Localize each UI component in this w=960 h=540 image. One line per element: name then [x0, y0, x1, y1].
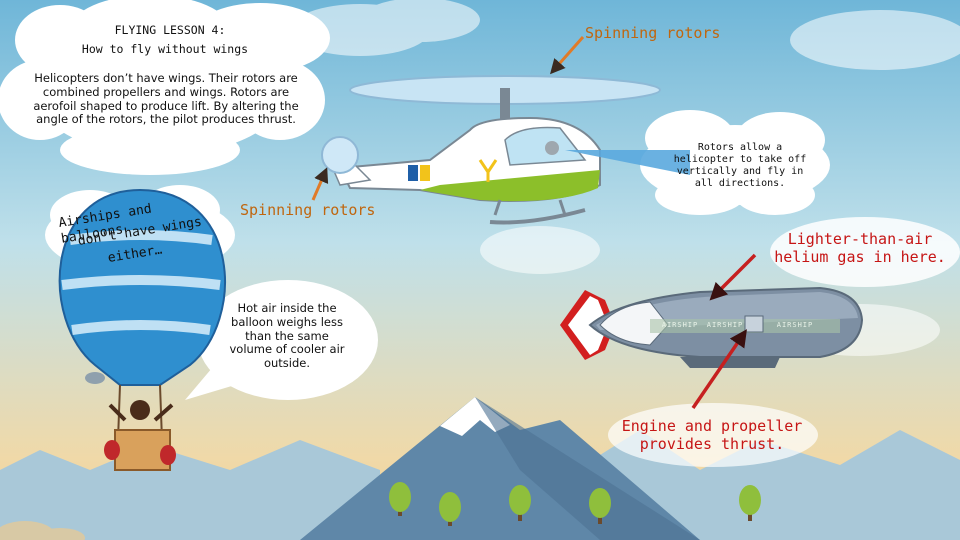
engine-cloud	[608, 403, 818, 467]
pointer-rotors-cloud	[565, 150, 690, 175]
lesson-subtitle: How to fly without wings	[81, 42, 249, 56]
arrow-tail-rotor	[311, 167, 329, 201]
arrow-helium	[709, 253, 757, 301]
label-rotors-allow: Rotors allow a helicopter to take off ve…	[673, 142, 807, 189]
arrow-engine	[691, 329, 747, 409]
hot-air-balloon	[58, 188, 226, 471]
hot-air-bubble	[185, 280, 378, 400]
lesson-cloud	[0, 0, 330, 175]
helicopter	[321, 75, 661, 225]
ground-bushes	[0, 521, 85, 540]
trees	[389, 482, 761, 526]
label-hot-air: Hot air inside the balloon weighs less t…	[229, 301, 345, 371]
arrow-main-rotor	[550, 36, 585, 75]
label-spinning-rotors-tail: Spinning rotors	[240, 201, 376, 219]
lesson-title: FLYING LESSON 4:	[114, 23, 226, 37]
lesson-intro: Helicopters don’t have wings. Their roto…	[33, 71, 299, 127]
tail-rotor	[321, 136, 359, 174]
helium-cloud	[770, 217, 960, 287]
label-lighter-than-air: Lighter-than-air helium gas in here.	[774, 230, 946, 266]
label-engine: Engine and propeller provides thrust.	[621, 417, 803, 453]
label-spinning-rotors-top: Spinning rotors	[585, 24, 721, 42]
rotors-cloud	[640, 110, 830, 215]
airship-text-1: AIRSHIP	[661, 321, 699, 329]
airship-text-2: AIRSHIP	[706, 321, 744, 329]
airship-text-3: AIRSHIP	[776, 321, 814, 329]
airship	[560, 286, 864, 368]
